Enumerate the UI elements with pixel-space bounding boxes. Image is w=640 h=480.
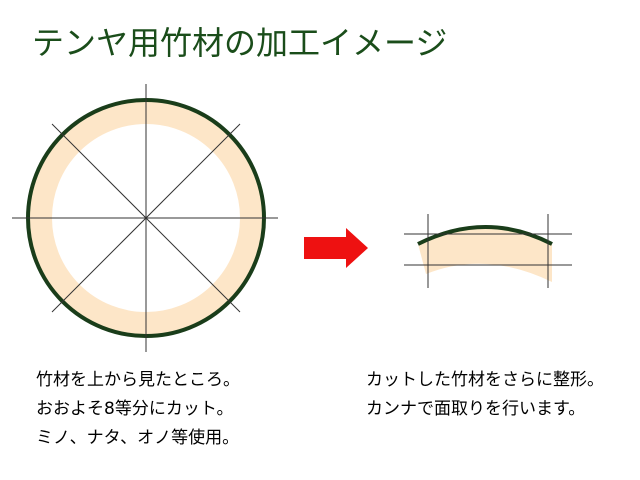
bamboo-piece-outer-edge [417,225,553,246]
bamboo-piece-fill [418,227,552,282]
left-caption-line-1: 竹材を上から見たところ。 [36,370,240,390]
right-arrow-icon [304,228,368,268]
right-caption: カットした竹材をさらに整形。 カンナで面取りを行います。 [366,366,604,424]
right-caption-line-2: カンナで面取りを行います。 [366,399,586,419]
left-caption: 竹材を上から見たところ。 おおよそ8等分にカット。 ミノ、ナタ、オノ等使用。 [36,366,240,453]
bamboo-cross-section [12,84,278,352]
right-caption-line-1: カットした竹材をさらに整形。 [366,370,604,390]
cut-line-diagonal-2 [51,123,241,313]
left-caption-line-3: ミノ、ナタ、オノ等使用。 [36,428,240,448]
cut-bamboo-piece [404,214,572,288]
left-caption-line-2: おおよそ8等分にカット。 [36,399,234,419]
page-title: テンヤ用竹材の加工イメージ [32,24,448,62]
